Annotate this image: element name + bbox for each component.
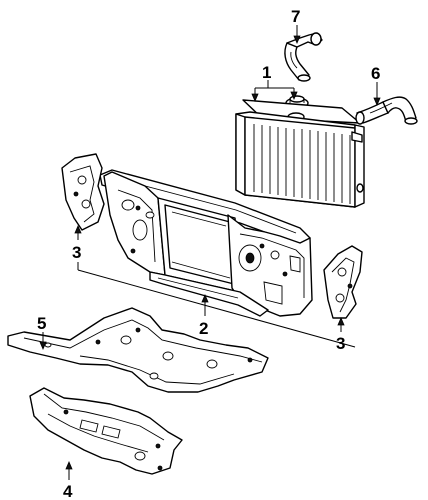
callout-7: 7 (291, 7, 300, 26)
callout-3-left: 3 (72, 243, 81, 262)
callout-3-right: 3 (336, 334, 345, 353)
callout-5: 5 (37, 314, 46, 333)
leader-lines (39, 25, 381, 480)
side-brace-right (323, 245, 363, 319)
callout-1: 1 (262, 63, 271, 82)
side-brace-left (61, 153, 105, 231)
lower-radiator-hose (355, 96, 418, 125)
callout-6: 6 (371, 64, 380, 83)
radiator-assembly (235, 95, 365, 208)
upper-radiator-hose (284, 32, 323, 82)
radiator-support (99, 169, 313, 317)
lower-splash-shield (29, 387, 183, 475)
engine-splash-shield (7, 307, 269, 393)
callout-4: 4 (63, 482, 73, 500)
radiator-fins (253, 124, 351, 204)
callout-2: 2 (199, 319, 208, 338)
